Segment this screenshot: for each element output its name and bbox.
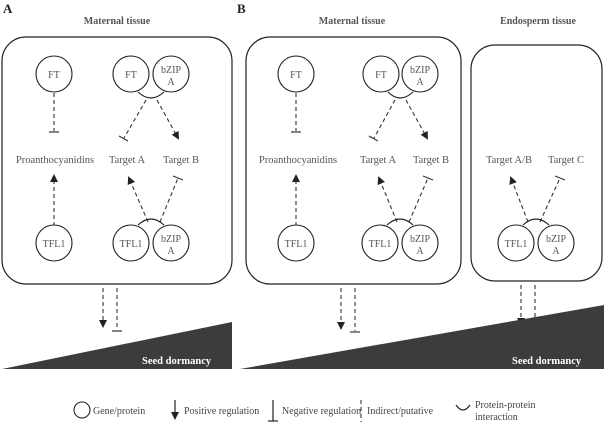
- panel-a-ppi-bottom: [137, 218, 165, 226]
- panel-b-ft-node: [277, 55, 315, 93]
- panel-a-target-b: Target B: [163, 155, 199, 166]
- panel-a-ft2-label: FT: [125, 70, 137, 81]
- panel-a-ft-node: [35, 55, 73, 93]
- panel-a-bzip2-label: bZIP: [161, 234, 181, 245]
- legend-gene-icon: [73, 401, 91, 419]
- panel-b-bzip2-sub: A: [416, 246, 424, 257]
- panel-b-tfl1c-node: [497, 224, 535, 262]
- panel-b-dormancy-ramp: [240, 305, 604, 369]
- panel-b-ft-label: FT: [290, 70, 302, 81]
- panel-a-dormancy-ramp: [2, 322, 232, 369]
- panel-b-target-c: Target C: [548, 155, 584, 166]
- panel-b-ppi-bottom: [386, 218, 414, 226]
- panel-a-tfl1b-label: TFL1: [120, 239, 143, 250]
- panel-b-top-arrow: [405, 99, 428, 140]
- panel-b-bzip3-node: [537, 224, 575, 262]
- panel-b-ppi-top: [387, 91, 414, 99]
- panel-b-bzip-sub: A: [416, 77, 424, 88]
- panel-b-bzip-label: bZIP: [410, 65, 430, 76]
- legend-ppi-label-2: interaction: [475, 412, 518, 423]
- panel-b-tfl1-label: TFL1: [285, 239, 308, 250]
- panel-a-bottom-arrow: [127, 176, 149, 223]
- panel-a-proanthocyanidins: Proanthocyanidins: [16, 155, 94, 166]
- panel-a-ppi-top: [137, 91, 165, 99]
- panel-a-bzip-label: bZIP: [161, 65, 181, 76]
- panel-a-target-a: Target A: [109, 155, 146, 166]
- panel-b-ppi-endo: [522, 218, 550, 226]
- panel-a-bzip-node: [152, 55, 190, 93]
- panel-b-tfl1-node: [277, 224, 315, 262]
- panel-b-seed-dormancy: Seed dormancy: [512, 356, 582, 367]
- panel-b-endo-arrow: [509, 176, 529, 223]
- legend-indirect-label: Indirect/putative: [367, 406, 434, 417]
- panel-a-top-inhibit-line: [123, 99, 147, 139]
- panel-b-tfl1b-label: TFL1: [369, 239, 392, 250]
- panel-b-tfl1c-label: TFL1: [505, 239, 528, 250]
- panel-b-endosperm-box: [470, 44, 603, 282]
- legend-gene-label: Gene/protein: [93, 406, 145, 417]
- panel-a-tfl1-label: TFL1: [43, 239, 66, 250]
- panel-b-maternal-title: Maternal tissue: [319, 16, 386, 27]
- panel-b-endosperm-title: Endosperm tissue: [500, 16, 576, 27]
- legend-positive-label: Positive regulation: [184, 406, 259, 417]
- legend-negative-label: Negative regulation: [282, 406, 361, 417]
- legend-ppi-icon: [455, 404, 471, 411]
- legend-ppi-label-1: Protein-protein: [475, 400, 536, 411]
- panel-a-tfl1b-node: [112, 224, 150, 262]
- panel-b-bzip3-sub: A: [552, 246, 560, 257]
- panel-a-bzip2-node: [152, 224, 190, 262]
- panel-b-bottom-inhibit-line: [408, 177, 429, 223]
- panel-a-top-inhibit-bar: [118, 135, 129, 142]
- panel-b-top-inhibit-bar: [368, 135, 379, 142]
- panel-b-endo-inhibit-bar: [554, 175, 566, 181]
- panel-a-bzip-sub: A: [167, 77, 175, 88]
- panel-b-tfl1b-node: [361, 224, 399, 262]
- panel-a-bottom-inhibit-line: [159, 177, 179, 223]
- panel-a-maternal-title: Maternal tissue: [84, 16, 151, 27]
- panel-b-ft2-node: [362, 55, 400, 93]
- legend: Gene/protein Positive regulation Negativ…: [73, 400, 536, 423]
- panel-b-letter: B: [237, 1, 246, 16]
- panel-b-top-inhibit-line: [373, 99, 396, 139]
- panel-a-bzip2-sub: A: [167, 246, 175, 257]
- panel-b-bzip2-label: bZIP: [410, 234, 430, 245]
- panel-b-endo-inhibit-line: [539, 177, 561, 223]
- panel-a-top-arrow: [156, 99, 179, 140]
- panel-a-tfl1-node: [35, 224, 73, 262]
- panel-a-seed-dormancy: Seed dormancy: [142, 356, 212, 367]
- panel-a-ft-label: FT: [48, 70, 60, 81]
- panel-b-maternal-box: [245, 36, 462, 285]
- panel-b-bzip2-node: [401, 224, 439, 262]
- panel-a-letter: A: [3, 1, 13, 16]
- panel-b-bottom-inhibit-bar: [422, 175, 434, 181]
- panel-b-bottom-arrow: [377, 176, 398, 223]
- panel-b-target-ab: Target A/B: [486, 155, 532, 166]
- panel-b-proanthocyanidins: Proanthocyanidins: [259, 155, 337, 166]
- panel-a-maternal-box: [1, 36, 233, 285]
- panel-b-bzip3-label: bZIP: [546, 234, 566, 245]
- panel-b-target-b: Target B: [413, 155, 449, 166]
- panel-a-ft2-node: [112, 55, 150, 93]
- panel-b-ft2-label: FT: [375, 70, 387, 81]
- panel-b-target-a: Target A: [360, 155, 397, 166]
- panel-a-bottom-inhibit-bar: [172, 175, 184, 181]
- panel-b-bzip-node: [401, 55, 439, 93]
